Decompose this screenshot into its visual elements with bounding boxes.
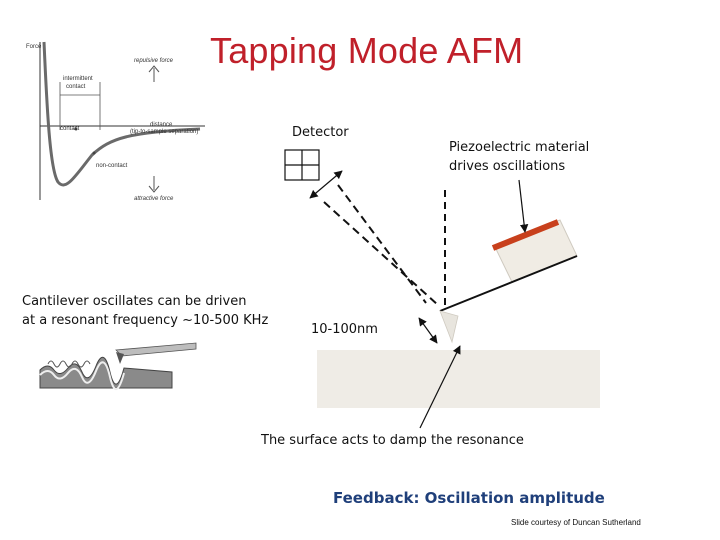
repulsive-force-label: repulsive force (134, 58, 174, 64)
force-curve-line (42, 41, 201, 187)
cantilever-tip (439, 310, 459, 344)
slide-title: Tapping Mode AFM (210, 30, 524, 71)
laser-incident (323, 201, 439, 306)
cantilever-label-line2: at a resonant frequency ~10-500 KHz (22, 313, 269, 328)
cantilever-label-line1: Cantilever oscillates can be driven (22, 294, 247, 309)
noncontact-label: non-contact (96, 163, 128, 169)
repulsive-arrow-icon (148, 65, 160, 82)
contact-point (74, 127, 78, 131)
feedback-label: Feedback: Oscillation amplitude (333, 489, 605, 507)
intermittent-label: intermittent (63, 76, 93, 82)
piezo-label-line1: Piezoelectric material (449, 140, 590, 155)
detector-deflection-arrow (309, 170, 343, 199)
contact-label: contact (60, 126, 80, 132)
cantilever-surface-illustration (39, 342, 197, 390)
intermittent-label-2: contact (66, 84, 86, 90)
noncontact-point (92, 151, 96, 155)
attractive-force-label: attractive force (134, 196, 174, 202)
amplitude-arrow (418, 317, 438, 344)
sample-surface (317, 350, 600, 408)
cantilever-beam (439, 255, 578, 312)
credit-label: Slide courtesy of Duncan Sutherland (511, 518, 641, 527)
amplitude-label: 10-100nm (311, 322, 378, 337)
piezo-layer (491, 219, 560, 251)
piezo-pointer-arrow (518, 179, 529, 233)
distance-label: distance (150, 122, 173, 128)
detector-label: Detector (292, 125, 349, 140)
detector-icon (284, 149, 320, 181)
distance-sublabel: (tip-to-sample separation) (130, 129, 199, 135)
surface-pointer-arrow (419, 345, 461, 429)
piezo-label-line2: drives oscillations (449, 159, 566, 174)
surface-damping-label: The surface acts to damp the resonance (261, 433, 524, 448)
force-axis-label: Force (26, 44, 42, 50)
laser-reflected (337, 184, 427, 304)
attractive-arrow-icon (148, 176, 160, 193)
